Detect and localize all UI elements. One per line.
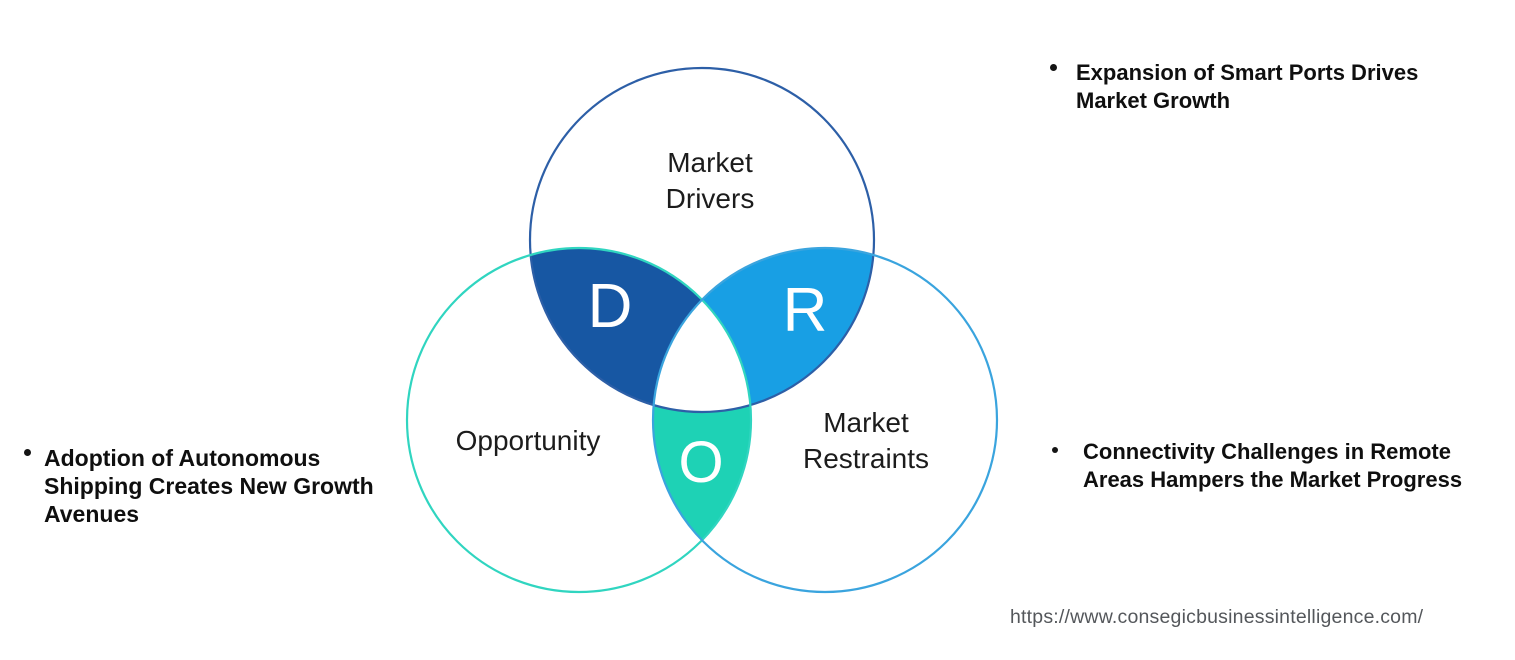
opportunity-note: Adoption of Autonomous Shipping Creates … [24,444,394,528]
letter-o: O [678,430,723,495]
restraints-label-line1: Market [823,407,909,438]
opportunity-circle-outline [405,246,753,594]
note-line: Avenues [44,501,140,527]
note-line: Expansion of Smart Ports Drives [1076,60,1419,85]
bullet-dot [1052,447,1058,453]
driver-note: Expansion of Smart Ports Drives Market G… [1050,59,1456,115]
letter-d: D [588,272,633,341]
restraints-label-line2: Restraints [803,443,929,474]
opportunity-label: Opportunity [456,425,601,456]
bullet-dot [24,449,31,456]
drivers-opportunity-lens [530,248,751,412]
note-line: Adoption of Autonomous [44,445,321,471]
drivers-label-line2: Drivers [666,183,755,214]
bullet-dot [1050,64,1057,71]
note-line: Market Growth [1076,88,1231,113]
drivers-restraints-lens [653,248,874,412]
drivers-label-line1: Market [667,147,753,178]
restraints-circle-outline [651,246,999,594]
drivers-circle-outline [528,66,876,414]
note-line: Shipping Creates New Growth [44,473,374,499]
source-url: https://www.consegicbusinessintelligence… [1010,606,1424,628]
letter-r: R [783,276,828,345]
restraint-note: Connectivity Challenges in Remote Areas … [1052,438,1483,494]
note-line: Areas Hampers the Market Progress [1083,467,1463,492]
note-line: Connectivity Challenges in Remote [1083,439,1451,464]
